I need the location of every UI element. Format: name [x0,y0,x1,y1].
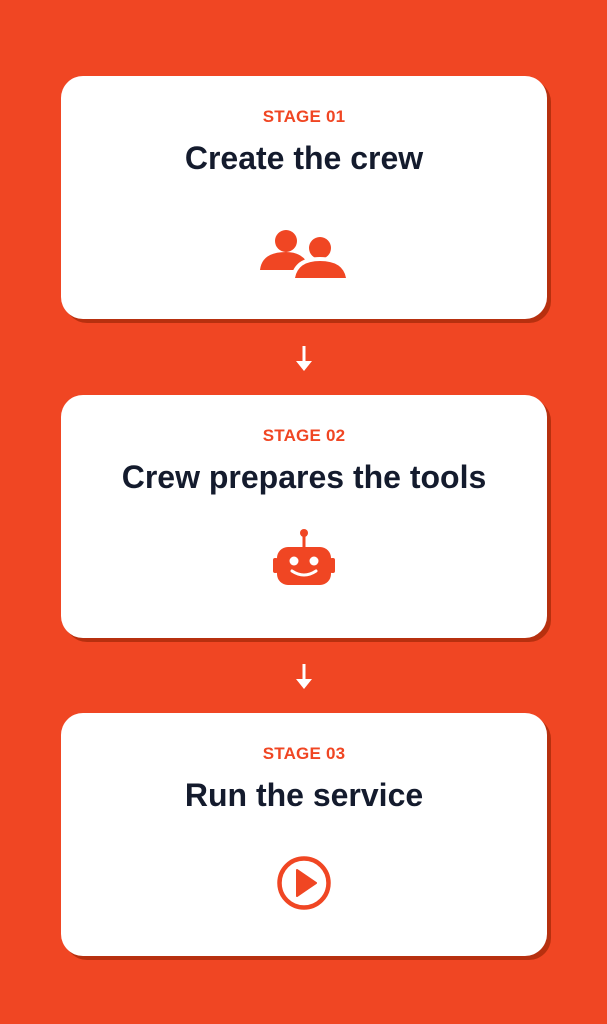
robot-icon [273,529,335,585]
stage-label: STAGE 02 [262,426,346,445]
arrow-down-icon [296,346,312,371]
stage-card-2: STAGE 02 Crew prepares the tools [61,395,547,638]
stage-card-1: STAGE 01 Create the crew [61,76,547,319]
users-icon [260,230,349,278]
stage-title: Crew prepares the tools [121,459,487,495]
stage-card-3: STAGE 03 Run the service [61,713,547,956]
stage-label: STAGE 03 [262,744,346,763]
stage-title: Create the crew [184,140,424,176]
play-circle-icon [277,856,331,910]
stage-title: Run the service [184,777,424,813]
arrow-down-icon [296,664,312,689]
stage-label: STAGE 01 [262,107,346,126]
